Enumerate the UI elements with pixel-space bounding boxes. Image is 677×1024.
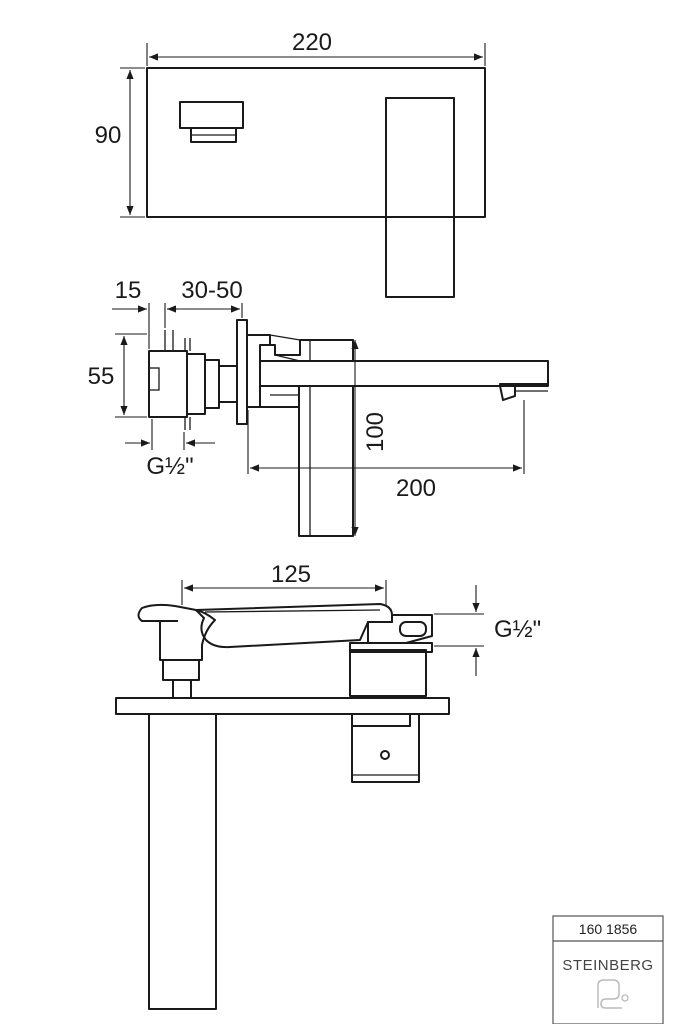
side-lever <box>298 385 354 537</box>
article-number: 160 1856 <box>579 921 638 937</box>
dim-90-label: 90 <box>95 122 122 149</box>
steinberg-logo-icon <box>597 979 629 1009</box>
front-view: 220 90 <box>95 29 486 298</box>
wall-plate <box>146 67 486 218</box>
dim-55-label: 55 <box>88 363 115 390</box>
control-lever <box>179 101 244 129</box>
plan-arm <box>195 603 393 649</box>
dim-100-label: 100 <box>362 412 389 452</box>
dim-100: 100 <box>351 340 389 536</box>
spout-front <box>385 97 455 298</box>
dim-200: 200 <box>247 400 525 502</box>
dim-200-label: 200 <box>396 475 436 502</box>
side-view: 15 30-50 55 G½" 100 <box>88 277 549 537</box>
dim-thread-plan-label: G½" <box>494 616 541 643</box>
wall-flange <box>236 319 248 425</box>
plan-lever <box>137 603 216 661</box>
dim-55: 55 <box>88 333 147 418</box>
dim-220-label: 220 <box>292 29 332 56</box>
plan-spout-body <box>148 713 217 1010</box>
dim-thread-side-label: G½" <box>146 453 193 480</box>
plan-wall-plate <box>115 697 450 715</box>
dim-thread-plan: G½" <box>434 585 541 676</box>
dim-30-50-label: 30-50 <box>181 277 242 304</box>
plan-view: 125 G½" <box>115 561 541 1010</box>
dim-top-width: 220 <box>146 29 486 66</box>
title-block: 160 1856 STEINBERG <box>552 915 664 1024</box>
dim-125: 125 <box>181 561 387 605</box>
dim-top-height: 90 <box>95 67 145 218</box>
dim-thread-side: G½" <box>125 419 215 480</box>
dim-15-label: 15 <box>115 277 142 304</box>
spout-arm <box>260 360 549 387</box>
brand-name: STEINBERG <box>562 957 653 974</box>
dim-30-50: 30-50 <box>167 277 243 318</box>
concealed-body <box>148 350 188 418</box>
dim-15: 15 <box>112 277 178 349</box>
dim-125-label: 125 <box>271 561 311 588</box>
